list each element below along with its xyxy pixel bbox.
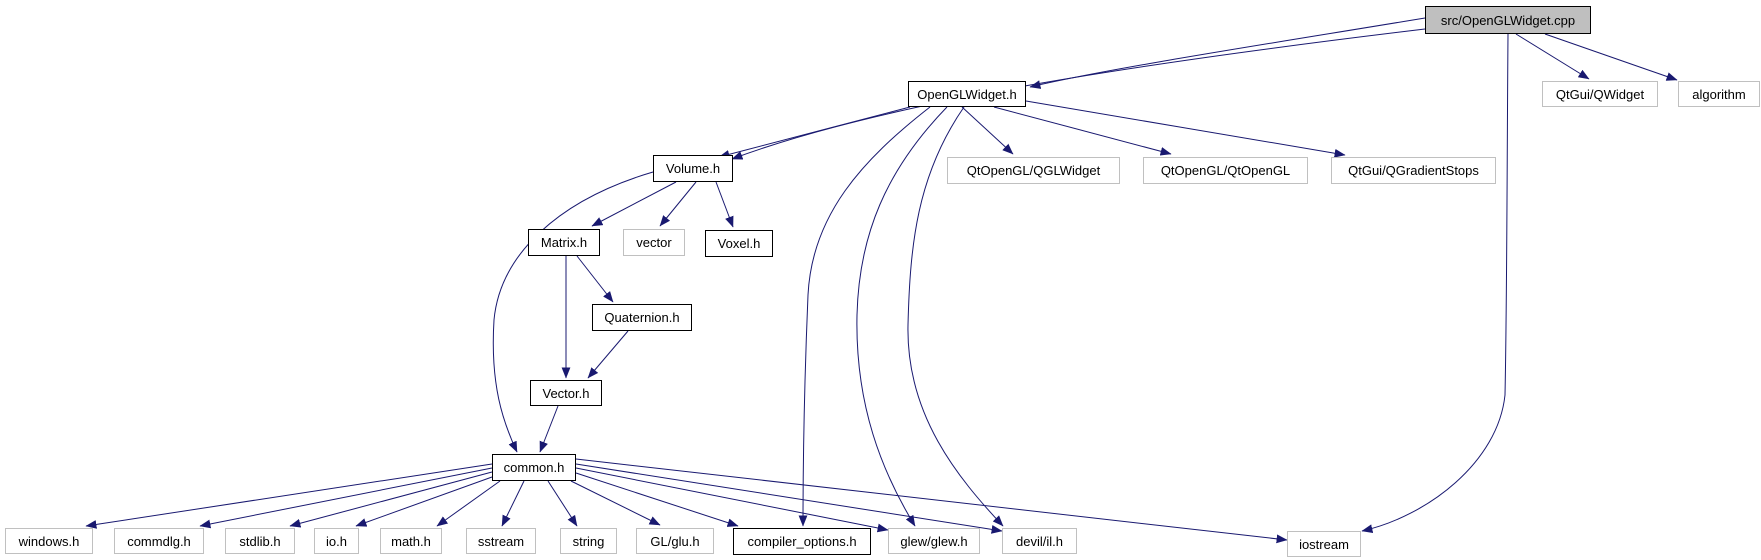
graph-node-io_h: io.h: [314, 528, 359, 554]
graph-node-iostream: iostream: [1287, 531, 1361, 557]
graph-node-label: OpenGLWidget.h: [917, 86, 1017, 102]
graph-node-math_h: math.h: [380, 528, 442, 554]
edge-common_h-sstream: [501, 480, 525, 527]
graph-node-label: sstream: [477, 533, 525, 549]
graph-node-qgradientstops: QtGui/QGradientStops: [1331, 157, 1496, 184]
graph-node-label: commdlg.h: [127, 533, 191, 549]
graph-node-label: algorithm: [1692, 86, 1746, 102]
edge-vector_h-common_h: [539, 405, 559, 453]
edge-cpp-qtgui_qwidget: [1515, 33, 1590, 80]
graph-node-cpp: src/OpenGLWidget.cpp: [1425, 6, 1591, 34]
graph-node-qglwidget: QtOpenGL/QGLWidget: [947, 157, 1120, 184]
graph-node-quaternion_h[interactable]: Quaternion.h: [592, 304, 692, 331]
edge-common_h-compiler_options_h: [575, 472, 739, 527]
edge-cpp-openglwidget_h: [1029, 17, 1426, 89]
edge-volume_h-common_h: [492, 171, 654, 453]
edge-common_h-iostream: [575, 458, 1288, 544]
graph-node-label: QtOpenGL/QGLWidget: [966, 163, 1101, 178]
graph-node-label: windows.h: [18, 533, 80, 549]
graph-node-label: Matrix.h: [540, 235, 588, 250]
graph-node-label: io.h: [326, 533, 347, 549]
edge-openglwidget_h-compiler_options_h: [798, 106, 931, 527]
graph-node-qtopengl: QtOpenGL/QtOpenGL: [1143, 157, 1308, 184]
graph-node-label: glew/glew.h: [900, 533, 968, 549]
graph-node-label: Quaternion.h: [604, 310, 680, 325]
graph-node-sstream: sstream: [466, 528, 536, 554]
graph-node-volume_h[interactable]: Volume.h: [653, 155, 733, 182]
edge-common_h-io_h: [355, 476, 493, 527]
edge-common_h-commdlg_h: [199, 467, 493, 529]
edge-openglwidget_h-qgradientstops: [1025, 100, 1346, 158]
graph-node-vector_h[interactable]: Vector.h: [530, 380, 602, 406]
edge-cpp-iostream: [1361, 33, 1509, 533]
edge-cpp-volume_h: [731, 28, 1426, 160]
graph-node-label: Volume.h: [665, 161, 721, 176]
graph-node-devil_il_h: devil/il.h: [1002, 528, 1077, 554]
graph-node-gl_glu_h: GL/glu.h: [636, 528, 714, 554]
graph-node-stdlib_h: stdlib.h: [225, 528, 295, 554]
graph-node-label: iostream: [1299, 536, 1349, 552]
edge-cpp-algorithm: [1544, 33, 1678, 81]
graph-node-label: Voxel.h: [717, 236, 761, 251]
edge-volume_h-voxel_h: [715, 181, 734, 228]
graph-node-label: math.h: [391, 533, 431, 549]
graph-node-label: string: [572, 533, 605, 549]
edge-openglwidget_h-volume_h: [718, 106, 911, 159]
edge-matrix_h-quaternion_h: [576, 255, 614, 303]
graph-node-matrix_h[interactable]: Matrix.h: [528, 229, 600, 256]
graph-node-algorithm: algorithm: [1678, 81, 1760, 107]
edge-openglwidget_h-qglwidget: [961, 106, 1014, 155]
graph-node-label: common.h: [503, 460, 565, 475]
edge-quaternion_h-vector_h: [587, 330, 629, 379]
edge-common_h-windows_h: [85, 463, 493, 529]
graph-node-label: stdlib.h: [239, 533, 281, 549]
edge-common_h-stdlib_h: [289, 471, 493, 528]
graph-node-label: devil/il.h: [1016, 533, 1063, 549]
graph-node-compiler_options_h[interactable]: compiler_options.h: [733, 528, 871, 555]
edge-openglwidget_h-glew_glew_h: [856, 106, 948, 527]
graph-node-label: GL/glu.h: [650, 533, 700, 549]
edge-common_h-devil_il_h: [575, 463, 1003, 534]
graph-node-label: compiler_options.h: [747, 534, 857, 549]
edge-common_h-gl_glu_h: [570, 480, 661, 526]
edge-volume_h-matrix_h: [591, 181, 677, 227]
graph-node-label: QtGui/QWidget: [1555, 86, 1645, 102]
graph-node-glew_glew_h: glew/glew.h: [888, 528, 980, 554]
graph-node-openglwidget_h[interactable]: OpenGLWidget.h: [908, 81, 1026, 107]
graph-node-vector_std: vector: [623, 229, 685, 256]
graph-node-label: Vector.h: [542, 385, 590, 401]
graph-node-qtgui_qwidget: QtGui/QWidget: [1542, 81, 1658, 107]
graph-node-commdlg_h: commdlg.h: [114, 528, 204, 554]
edge-common_h-glew_glew_h: [575, 467, 889, 533]
graph-node-label: vector: [636, 235, 672, 250]
edge-common_h-math_h: [436, 480, 501, 527]
edge-openglwidget_h-qtopengl: [993, 106, 1172, 156]
edge-volume_h-vector_std: [659, 181, 697, 227]
edge-common_h-string: [547, 480, 578, 527]
graph-node-label: QtGui/QGradientStops: [1348, 163, 1479, 178]
graph-node-windows_h: windows.h: [5, 528, 93, 554]
graph-node-label: src/OpenGLWidget.cpp: [1440, 12, 1576, 28]
graph-node-voxel_h[interactable]: Voxel.h: [705, 230, 773, 257]
edge-openglwidget_h-devil_il_h: [907, 106, 1004, 527]
graph-node-label: QtOpenGL/QtOpenGL: [1160, 163, 1291, 178]
graph-node-common_h[interactable]: common.h: [492, 454, 576, 481]
graph-node-string: string: [560, 528, 617, 554]
